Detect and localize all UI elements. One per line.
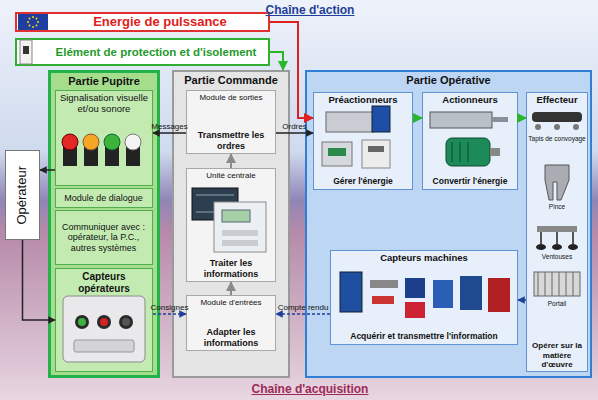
box-text: Gérer l'énergie [316,177,410,187]
output-module: Module de sortiesTransmettre les ordres [186,90,276,154]
push-button-box [63,296,145,362]
box-text: Transmettre les ordres [189,130,273,151]
box-heading: Partie Pupitre [53,75,155,88]
valve-image [322,106,390,168]
actuator-box: ActionneursConvertir l'énergie [422,92,518,190]
connector-arrow [413,117,422,119]
sensor-images [340,272,510,318]
signal-box: Signalisation visuelle et/ou sonore [55,90,153,186]
box-text: Convertir l'énergie [425,177,515,187]
box-heading: Energie de pulssance [55,15,265,30]
box-heading: Capteurs opérateurs [58,271,150,294]
breaker-icon [20,40,32,64]
box-heading: Partie Commande [176,74,286,87]
function-box: Communiquer avec : opérateur, la P.C., a… [55,210,153,265]
eu-flag [18,14,48,30]
box-text: Acquérir et transmettre l'information [333,332,515,342]
module-box: Module de dialogue [55,188,153,208]
box-heading: Partie Opérative [309,74,588,87]
panel-zone: Signalisation visuelle et/ou sonoreModul… [48,70,160,378]
connector-arrow [230,282,232,295]
connector-arrow [518,299,526,301]
connector-arrow [23,240,56,320]
box-heading: Effecteur [529,95,585,106]
box-heading: Module de dialogue [58,193,149,203]
connector-arrow [518,117,526,119]
box-heading: Signalisation visuelle et/ou sonore [58,93,150,115]
input-module: Module d'entréesAdapter les informations [186,295,276,351]
sensor-box: Capteurs opérateurs [55,268,153,372]
connector-arrow [276,313,330,315]
box-text: Traiter les informations [189,258,273,279]
energy-box: Energie de pulssance [15,12,270,32]
cpu-module: Unité centraleTraiter les informations [186,168,276,282]
box-heading: Module de sorties [189,93,273,102]
protection-box: Elément de protection et d'isolement [15,38,270,66]
preactuator-box: PréactionneursGérer l'énergie [313,92,413,190]
box-text: Opérer sur la matière d'œuvre [529,341,585,369]
effector-images [532,112,582,296]
operative-zone: PréactionneursGérer l'énergieActionneurs… [305,70,592,378]
operator-box: Opérateur [5,150,40,240]
box-heading: Opérateur [15,166,30,225]
box-text: Adapter les informations [189,327,273,348]
box-heading: Communiquer avec : opérateur, la P.C., a… [58,222,149,253]
connector-arrow [153,132,186,134]
machine-sensor-box: Capteurs machinesAcquérir et transmettre… [330,250,518,345]
signal-lights [62,134,141,166]
connector-arrow [153,313,186,315]
connector-arrow [270,52,283,70]
connector-arrow [230,154,232,168]
box-heading: Capteurs machines [333,253,515,264]
chain-title: Chaîne d'action [266,3,355,17]
plc-image [192,188,266,252]
connector-arrow [40,169,55,171]
box-heading: Préactionneurs [316,95,410,106]
connector-arrow [276,132,313,134]
actuator-image [430,112,508,166]
box-heading: Module d'entrées [189,298,273,307]
effector-box: EffecteurOpérer sur la matière d'œuvre [526,92,588,372]
connector-arrow [270,22,313,118]
box-heading: Actionneurs [425,95,515,106]
box-heading: Unité centrale [189,171,273,180]
box-heading: Elément de protection et d'isolement [47,46,265,58]
control-zone: Module de sortiesTransmettre les ordresU… [172,70,290,378]
chain-caption: Chaîne d'acquisition [252,382,369,396]
